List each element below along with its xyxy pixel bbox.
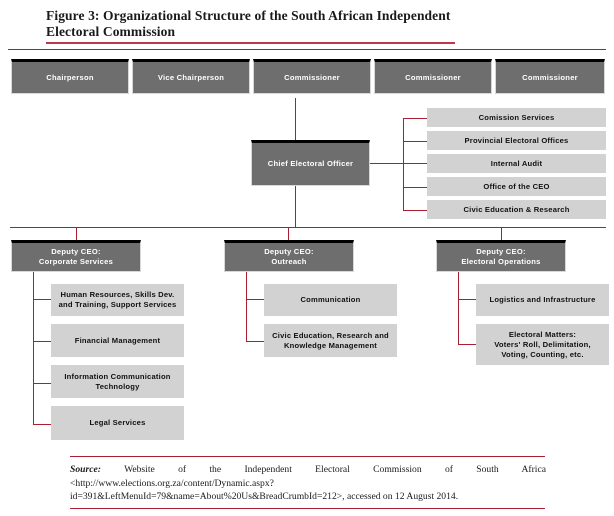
connector-deputy-drop-3 — [501, 227, 503, 241]
box-logistics-and-infrastructure[interactable]: Logistics and Infrastructure — [476, 284, 609, 316]
source-rule-top — [70, 456, 545, 458]
box-label-line1: Deputy CEO: — [476, 247, 526, 256]
connector-staff-stub-2 — [403, 141, 427, 143]
box-chief-electoral-officer[interactable]: Chief Electoral Officer — [251, 140, 370, 186]
source-rule-bottom — [70, 508, 545, 510]
box-label-line3: Voting, Counting, etc. — [501, 349, 584, 359]
box-deputy-ceo-corporate-services[interactable]: Deputy CEO: Corporate Services — [11, 240, 141, 272]
box-label-line2: Electoral Operations — [461, 257, 541, 266]
connector-branch2-stub-2 — [246, 341, 264, 343]
connector-deputy-drop-2 — [288, 227, 290, 241]
connector-branch1-stub-3 — [33, 383, 51, 385]
box-commissioner-1[interactable]: Commissioner — [253, 59, 371, 94]
box-label: Provincial Electoral Offices — [464, 135, 569, 145]
box-label: Comission Services — [478, 112, 555, 122]
box-label: Logistics and Infrastructure — [489, 295, 596, 304]
connector-ceo-staff-stub — [370, 163, 425, 165]
box-civic-education-knowledge-management[interactable]: Civic Education, Research and Knowledge … — [264, 324, 397, 357]
box-label-line2: Voters' Roll, Delimitation, — [494, 339, 591, 349]
source-label: Source: — [70, 464, 101, 475]
box-label-line1: Information Communication — [64, 371, 171, 381]
header-divider-rule — [8, 48, 606, 50]
box-internal-audit[interactable]: Internal Audit — [427, 154, 606, 173]
title-underline-rule — [46, 42, 455, 44]
box-label-line2: and Training, Support Services — [58, 300, 177, 309]
connector-branch3-trunk — [458, 271, 460, 344]
connector-staff-stub-4 — [403, 187, 427, 189]
box-label-line2: Outreach — [271, 257, 307, 266]
connector-staff-trunk — [403, 118, 405, 211]
box-label: Commissioner — [284, 72, 340, 82]
box-label-line1: Deputy CEO: — [51, 247, 101, 256]
box-chairperson[interactable]: Chairperson — [11, 59, 129, 94]
box-label-line2: Knowledge Management — [283, 340, 378, 350]
box-label: Financial Management — [74, 335, 161, 345]
connector-staff-stub-5 — [403, 210, 427, 212]
box-commissioner-3[interactable]: Commissioner — [495, 59, 605, 94]
box-electoral-matters[interactable]: Electoral Matters: Voters' Roll, Delimit… — [476, 324, 609, 365]
box-label: Commissioner — [522, 72, 578, 82]
connector-staff-stub-1 — [403, 118, 427, 120]
box-office-of-the-ceo[interactable]: Office of the CEO — [427, 177, 606, 196]
box-label: Civic Education & Research — [463, 204, 570, 214]
box-legal-services[interactable]: Legal Services — [51, 406, 184, 440]
connector-branch1-trunk — [33, 271, 35, 424]
connector-branch3-stub-2 — [458, 344, 476, 346]
connector-branch3-stub-1 — [458, 299, 476, 301]
box-label: Commissioner — [405, 72, 461, 82]
figure-title: Figure 3: Organizational Structure of th… — [46, 8, 451, 39]
box-civic-education-research[interactable]: Civic Education & Research — [427, 200, 606, 219]
connector-deputy-bus — [10, 227, 606, 229]
box-label-line1: Deputy CEO: — [264, 247, 314, 256]
box-label: Chairperson — [46, 72, 94, 82]
connector-branch1-stub-1 — [33, 299, 51, 301]
box-communication[interactable]: Communication — [264, 284, 397, 316]
box-deputy-ceo-outreach[interactable]: Deputy CEO: Outreach — [224, 240, 354, 272]
box-human-resources[interactable]: Human Resources, Skills Dev. and Trainin… — [51, 284, 184, 316]
box-label: Communication — [300, 295, 361, 304]
box-comission-services[interactable]: Comission Services — [427, 108, 606, 127]
box-label: Internal Audit — [490, 158, 543, 168]
box-commissioner-2[interactable]: Commissioner — [374, 59, 492, 94]
connector-branch2-stub-1 — [246, 299, 264, 301]
connector-branch1-stub-2 — [33, 341, 51, 343]
box-deputy-ceo-electoral-operations[interactable]: Deputy CEO: Electoral Operations — [436, 240, 566, 272]
connector-staff-stub-3 — [403, 163, 427, 165]
source-note: Source: Website of the Independent Elect… — [70, 463, 546, 504]
connector-branch2-trunk — [246, 271, 248, 341]
box-label: Vice Chairperson — [157, 72, 225, 82]
box-label: Office of the CEO — [483, 181, 550, 191]
box-label: Legal Services — [89, 418, 146, 427]
box-provincial-electoral-offices[interactable]: Provincial Electoral Offices — [427, 131, 606, 150]
connector-branch1-stub-4 — [33, 424, 51, 426]
box-label-line2: Technology — [95, 381, 140, 391]
box-vice-chairperson[interactable]: Vice Chairperson — [132, 59, 250, 94]
box-label-line1: Civic Education, Research and — [272, 330, 389, 340]
box-label-line2: Corporate Services — [38, 257, 114, 266]
box-label-line1: Human Resources, Skills Dev. — [60, 290, 175, 299]
box-label-line1: Electoral Matters: — [508, 329, 577, 339]
connector-deputy-drop-1 — [76, 227, 78, 241]
box-financial-management[interactable]: Financial Management — [51, 324, 184, 357]
box-information-communication-technology[interactable]: Information Communication Technology — [51, 365, 184, 398]
box-label: Chief Electoral Officer — [267, 159, 354, 168]
source-body: Website of the Independent Electoral Com… — [70, 464, 546, 502]
